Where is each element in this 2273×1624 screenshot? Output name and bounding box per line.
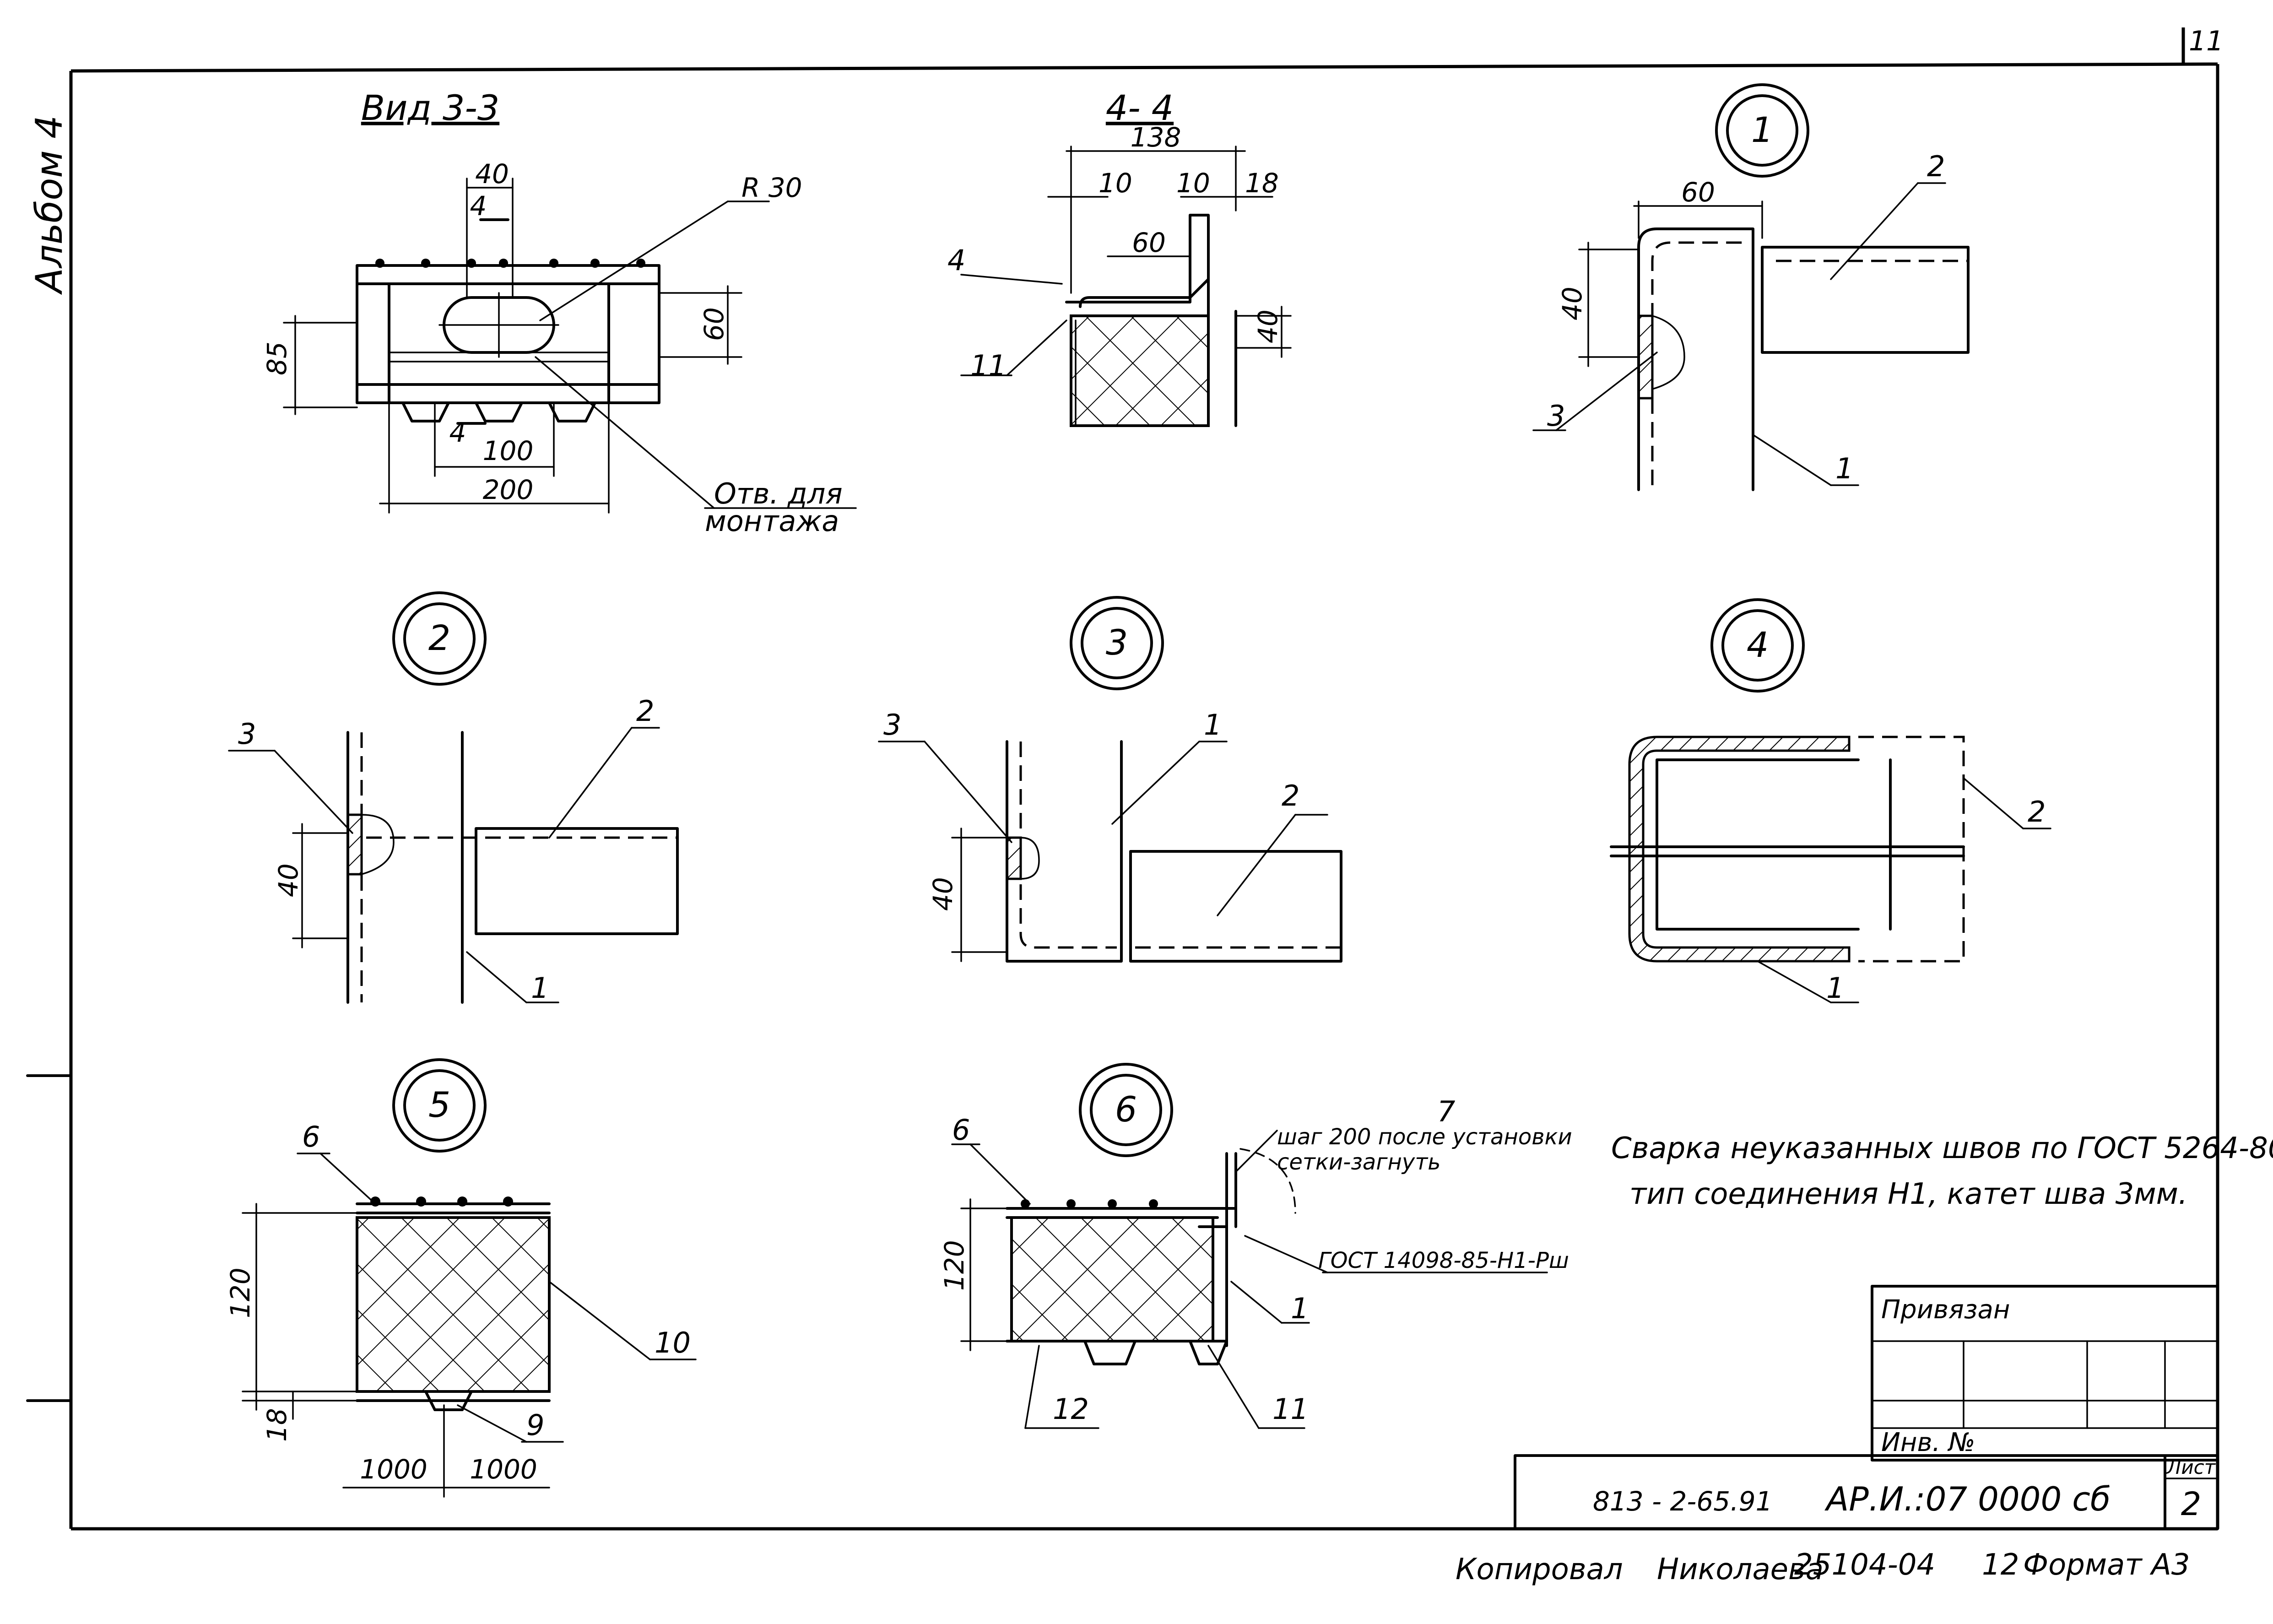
dim-120: 120	[225, 1267, 256, 1318]
album-label: Альбом 4	[28, 115, 70, 295]
node-1: 1 60 40 2 3 1	[1532, 83, 1970, 491]
sheet-frame: 11 Альбом 4	[26, 25, 2224, 1531]
leader-10: 10	[655, 1326, 691, 1359]
node-2: 2 40 3 2 1	[228, 591, 679, 1005]
leader-1: 1	[1826, 971, 1844, 1005]
dim-200: 200	[483, 474, 534, 505]
leader-11: 11	[970, 349, 1007, 382]
dim-60: 60	[1132, 227, 1166, 258]
node-1-title: 1	[1751, 109, 1773, 150]
dim-1000-left: 1000	[360, 1454, 428, 1485]
stamp-sheet-number: 2	[2181, 1485, 2202, 1523]
leader-6: 6	[952, 1113, 970, 1147]
node-4-title: 4	[1747, 624, 1769, 665]
dim-40: 40	[1557, 287, 1588, 320]
dim-1000-right: 1000	[470, 1454, 537, 1485]
dim-40: 40	[475, 158, 509, 189]
stamp-tied-label: Привязан	[1881, 1295, 2010, 1325]
dim-120: 120	[939, 1240, 970, 1291]
stamp-doc-code: АР.И.:07 0000 сб	[1824, 1480, 2111, 1518]
section-4-4: 4- 4 138 10 10 18 60 40 4 11	[947, 87, 1292, 427]
node-3-title: 3	[1106, 622, 1128, 663]
stamp-inv-label: Инв. №	[1881, 1428, 1975, 1457]
leader-7: 7	[1437, 1095, 1455, 1128]
dim-40: 40	[1252, 309, 1283, 343]
leader-9: 9	[526, 1408, 544, 1442]
leader-11: 11	[1272, 1392, 1309, 1426]
dim-10-left: 10	[1099, 168, 1132, 199]
leader-3: 3	[883, 708, 901, 742]
leader-1: 1	[1291, 1292, 1309, 1325]
leader-1: 1	[1204, 708, 1222, 742]
leader-3: 3	[1547, 399, 1565, 433]
dim-138: 138	[1131, 122, 1181, 153]
node-5: 5 120 18 1000 1000 6 10 9	[225, 1058, 697, 1498]
welding-note-line-1: Сварка неуказанных швов по ГОСТ 5264-80,	[1611, 1131, 2273, 1165]
leader-1: 1	[1835, 452, 1853, 485]
leader-2: 2	[2028, 795, 2046, 828]
leader-2: 2	[1927, 150, 1945, 183]
welding-note-line-2: тип соединения Н1, катет шва 3мм.	[1629, 1177, 2187, 1211]
mounting-hole-label-2: монтажа	[705, 504, 839, 538]
node-6: 6 120 6 7 1 12 11 шаг 200 после установк…	[939, 1063, 1572, 1429]
sheet-corner-number: 11	[2189, 25, 2224, 57]
mounting-hole-label-1: Отв. для	[714, 477, 843, 510]
title-block: Привязан Инв. № Лист 813 - 2-65.91 АР.И.…	[1514, 1285, 2219, 1530]
dim-40: 40	[927, 877, 958, 911]
footer: Копировал Николаева 25104-04 12 Формат А…	[1456, 1548, 2190, 1586]
dim-10-right: 10	[1176, 168, 1210, 199]
footer-number: 12	[1982, 1548, 2019, 1582]
stamp-sheet-header: Лист	[2166, 1456, 2216, 1478]
dim-60: 60	[698, 307, 730, 341]
node-3: 3 40 3 1 2	[878, 596, 1342, 963]
leader-2: 2	[1282, 779, 1299, 812]
note-step-1: шаг 200 после установки	[1277, 1124, 1572, 1150]
view-3-3: Вид 3-3 40	[261, 87, 857, 538]
node-5-title: 5	[428, 1084, 450, 1125]
leader-3: 3	[238, 717, 256, 751]
node-4: 4 2 1	[1610, 598, 2051, 1005]
view-3-3-title: Вид 3-3	[361, 87, 499, 128]
leader-2: 2	[636, 694, 654, 728]
leader-12: 12	[1053, 1392, 1089, 1426]
dim-r30: R 30	[741, 172, 802, 203]
node-2-title: 2	[428, 617, 450, 658]
footer-order: 25104-04	[1794, 1548, 1935, 1582]
welding-note: Сварка неуказанных швов по ГОСТ 5264-80,…	[1611, 1131, 2273, 1211]
footer-copied: Копировал	[1456, 1553, 1623, 1586]
gost-weld-label: ГОСТ 14098-85-Н1-Рш	[1318, 1248, 1569, 1273]
footer-name: Николаева	[1657, 1553, 1824, 1586]
dim-85: 85	[261, 341, 292, 375]
note-step-2: сетки-загнуть	[1277, 1149, 1441, 1175]
section-mark-4-top: 4	[470, 190, 487, 222]
dim-40: 40	[273, 863, 304, 897]
dim-18: 18	[261, 1408, 292, 1442]
node-6-title: 6	[1115, 1089, 1137, 1130]
leader-6: 6	[302, 1120, 320, 1153]
dim-100: 100	[483, 435, 534, 466]
section-mark-4-bottom: 4	[449, 417, 466, 448]
dim-60: 60	[1681, 177, 1715, 208]
section-4-4-title: 4- 4	[1106, 87, 1174, 128]
stamp-project-code: 813 - 2-65.91	[1593, 1486, 1772, 1517]
footer-format: Формат А3	[2023, 1548, 2190, 1582]
leader-4: 4	[947, 244, 965, 277]
leader-1: 1	[531, 971, 549, 1005]
dim-18: 18	[1245, 168, 1279, 199]
